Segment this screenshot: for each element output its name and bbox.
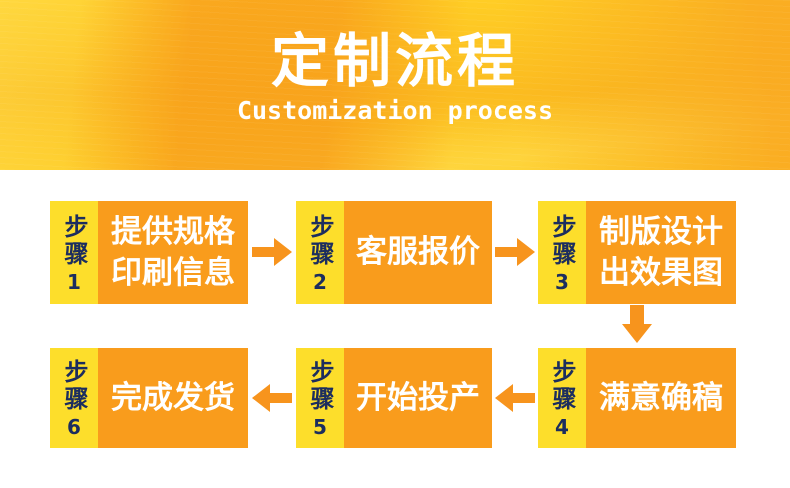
step-6-box: 步骤 6 完成发货 <box>50 348 248 448</box>
step-3-box: 步骤 3 制版设计 出效果图 <box>538 201 736 304</box>
arrow-down-icon <box>622 305 652 343</box>
step-number: 5 <box>313 415 327 439</box>
step-word: 步骤 <box>60 359 88 413</box>
arrow-left-icon <box>495 383 535 413</box>
step-5-text: 开始投产 <box>344 348 492 448</box>
step-4-label: 步骤 4 <box>538 348 586 448</box>
step-6-text: 完成发货 <box>98 348 248 448</box>
step-word: 步骤 <box>306 359 334 413</box>
step-2-label: 步骤 2 <box>296 201 344 304</box>
step-2-box: 步骤 2 客服报价 <box>296 201 492 304</box>
step-word: 步骤 <box>548 213 576 268</box>
arrow-right-icon <box>495 237 535 267</box>
step-3-text: 制版设计 出效果图 <box>586 201 736 304</box>
step-5-label: 步骤 5 <box>296 348 344 448</box>
step-5-box: 步骤 5 开始投产 <box>296 348 492 448</box>
step-2-text: 客服报价 <box>344 201 492 304</box>
step-number: 1 <box>67 269 81 294</box>
arrow-right-icon <box>252 237 292 267</box>
step-1-box: 步骤 1 提供规格 印刷信息 <box>50 201 248 304</box>
step-6-label: 步骤 6 <box>50 348 98 448</box>
step-3-label: 步骤 3 <box>538 201 586 304</box>
step-number: 3 <box>555 269 569 294</box>
step-number: 4 <box>555 415 569 439</box>
step-4-text: 满意确稿 <box>586 348 736 448</box>
arrow-left-icon <box>252 383 292 413</box>
banner: 定制流程 Customization process <box>0 0 790 170</box>
step-4-box: 步骤 4 满意确稿 <box>538 348 736 448</box>
page-title: 定制流程 <box>270 27 519 95</box>
step-number: 6 <box>67 415 81 439</box>
step-word: 步骤 <box>60 213 88 268</box>
step-number: 2 <box>313 269 327 294</box>
page-subtitle: Customization process <box>236 96 554 125</box>
step-1-text: 提供规格 印刷信息 <box>98 201 248 304</box>
step-word: 步骤 <box>548 359 576 413</box>
step-word: 步骤 <box>306 213 334 268</box>
step-1-label: 步骤 1 <box>50 201 98 304</box>
